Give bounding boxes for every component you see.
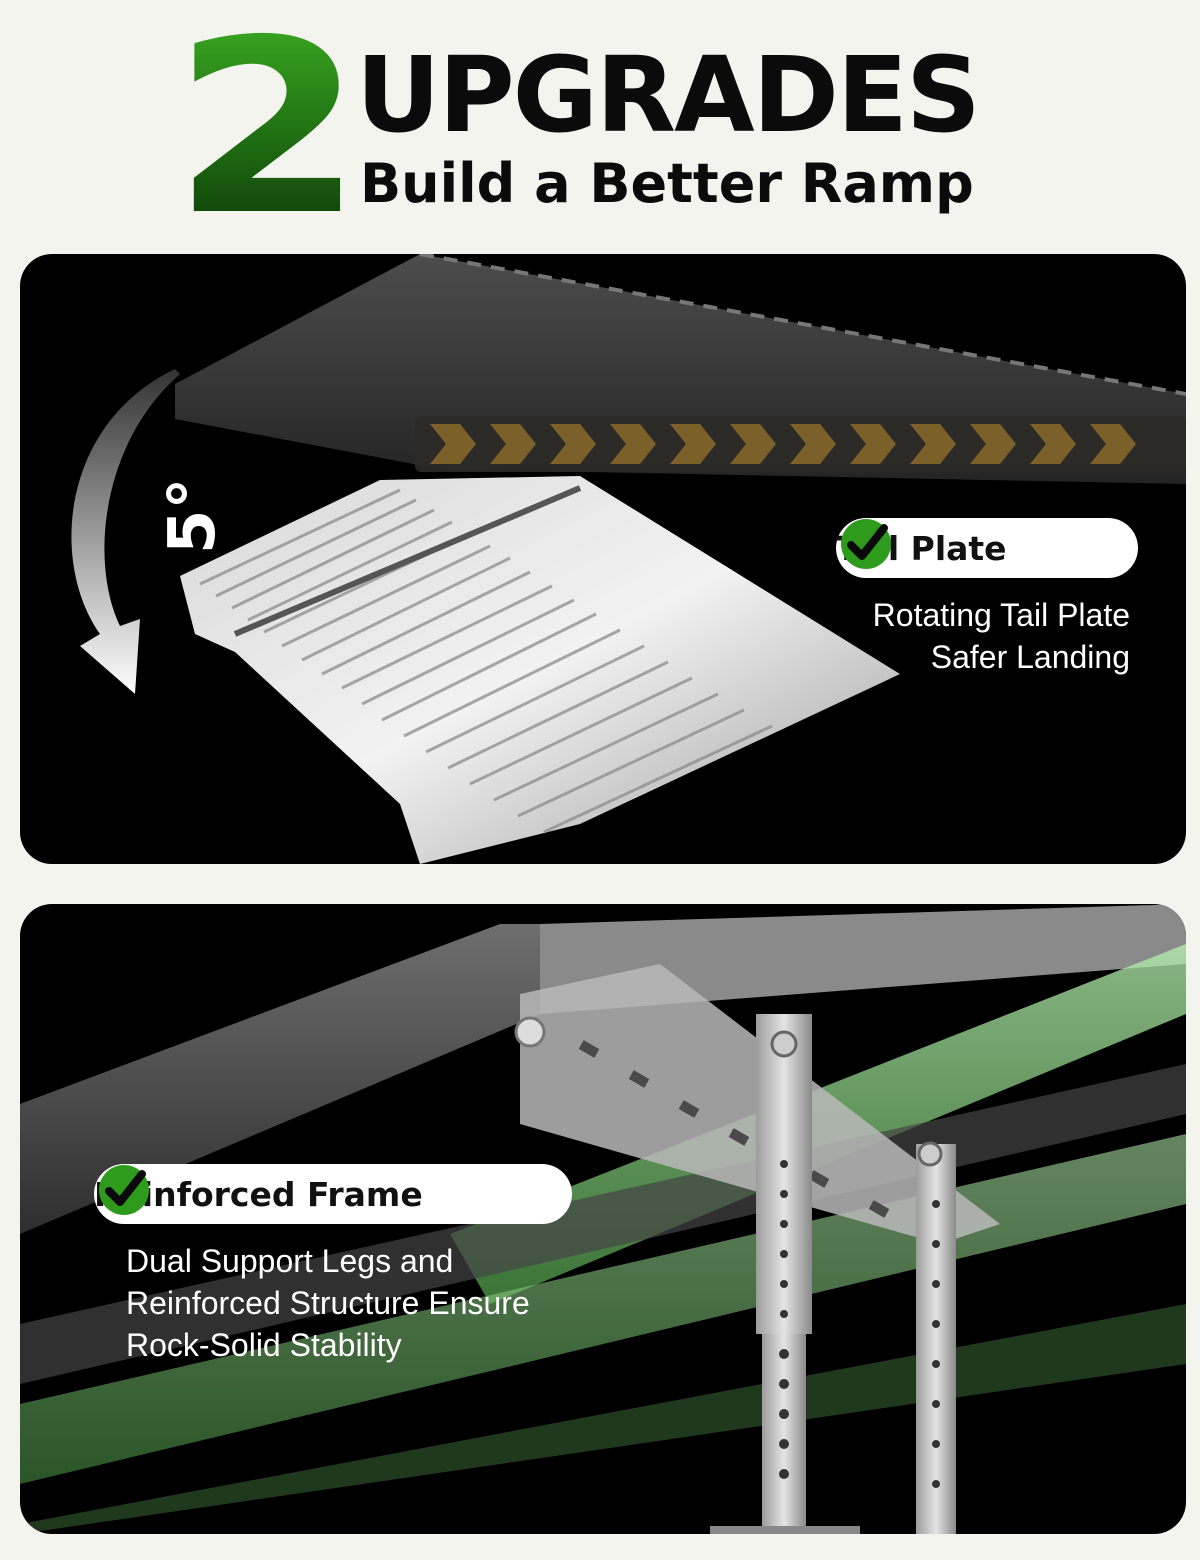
leg-adjust-holes [779,1160,940,1488]
rotation-arrow-icon [71,369,180,694]
tail-plate-ribs [199,488,773,834]
reinforced-frame-description-line: Dual Support Legs and [126,1243,454,1279]
leg-foot [710,1526,860,1534]
check-circle-icon [841,519,891,569]
page-header: 2 UPGRADES Build a Better Ramp [0,0,1200,268]
leg-bolt-icon [917,1141,943,1167]
tail-plate-hinge-line [233,485,582,637]
bracket-slots [578,1040,890,1218]
reinforced-frame-description-line: Rock-Solid Stability [126,1327,402,1363]
upgrade-count: 2 [172,0,364,268]
reinforced-frame-badge-label: Reinforced Frame [94,1174,423,1214]
chevron-arrows [430,424,1136,464]
leg-bolt-icon [770,1030,798,1058]
tail-plate-description-line: Rotating Tail Plate [872,597,1130,633]
green-rail-3 [20,1304,1186,1534]
side-beam-left [20,924,540,1234]
page-subtitle: Build a Better Ramp [360,152,974,215]
page-title: UPGRADES [356,34,981,156]
tail-plate-description: Rotating Tail Plate Safer Landing [873,594,1130,678]
reinforced-frame-description: Dual Support Legs and Reinforced Structu… [126,1240,530,1366]
top-rail [540,904,1186,1014]
check-circle-icon [99,1165,149,1215]
tail-plate-description-line: Safer Landing [930,639,1130,675]
reinforced-frame-description-line: Reinforced Structure Ensure [126,1285,530,1321]
tail-plate-panel: 5° Tail Plate Rotating Tail Plate Safer … [20,254,1186,864]
angle-label: 5° [156,477,230,554]
support-leg-2 [916,1144,956,1534]
reinforced-frame-badge: Reinforced Frame [94,1164,572,1224]
tail-plate-illustration [71,254,1186,864]
reinforced-frame-panel: Reinforced Frame Dual Support Legs and R… [20,904,1186,1534]
bolt-icon [514,1016,546,1048]
tail-plate-badge: Tail Plate [836,518,1138,578]
frame-illustration [20,904,1186,1534]
